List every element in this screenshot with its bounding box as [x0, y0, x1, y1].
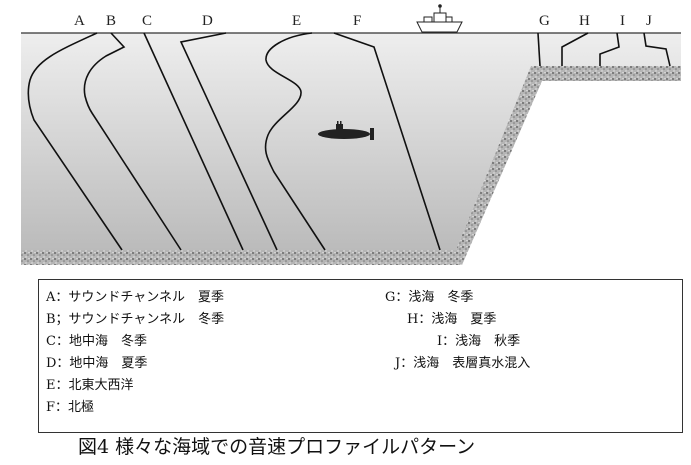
profile-c	[143, 32, 244, 251]
legend-item-f: F：北極	[46, 400, 95, 415]
profile-label-f: F	[353, 13, 361, 29]
profile-h	[561, 32, 589, 66]
legend-item-d: D：地中海 夏季	[46, 356, 148, 371]
profile-label-e: E	[292, 13, 301, 29]
legend-item-b: B；サウンドチャンネル 冬季	[46, 312, 225, 327]
ship-icon	[416, 4, 463, 33]
profile-f	[333, 32, 441, 251]
ocean-diagram: A B C D E F G H I J	[21, 4, 681, 265]
legend-item-h: H：浅海 夏季	[407, 312, 497, 327]
profile-label-g: G	[539, 13, 550, 29]
profile-a	[27, 32, 123, 251]
legend-box: A：サウンドチャンネル 夏季 B；サウンドチャンネル 冬季 C：地中海 冬季 D…	[38, 279, 683, 433]
profile-label-c: C	[142, 13, 152, 29]
profile-e	[264, 32, 326, 251]
sea-water	[21, 33, 681, 250]
sea-floor-sediment	[21, 66, 681, 265]
profile-g	[537, 32, 541, 67]
legend-item-j: J：浅海 表層真水混入	[395, 356, 531, 371]
legend-item-i: I：浅海 秋季	[437, 334, 521, 349]
legend-item-c: C：地中海 冬季	[46, 334, 147, 349]
profile-label-i: I	[620, 13, 625, 29]
profile-label-h: H	[579, 13, 590, 29]
submarine-icon	[318, 121, 374, 140]
profile-d	[179, 32, 278, 251]
legend-item-g: G：浅海 冬季	[385, 290, 474, 305]
sound-speed-profiles	[27, 32, 671, 251]
profile-b	[83, 32, 182, 251]
legend-item-a: A：サウンドチャンネル 夏季	[46, 290, 224, 305]
figure-caption: 図4 様々な海域での音速プロファイルパターン	[78, 436, 476, 458]
profile-j	[643, 32, 671, 67]
profile-labels: A B C D E F G H I J	[74, 13, 652, 29]
profile-label-b: B	[106, 13, 116, 29]
profile-label-d: D	[202, 13, 213, 29]
profile-label-j: J	[646, 13, 652, 29]
profile-label-a: A	[74, 13, 85, 29]
legend-item-e: E：北東大西洋	[46, 378, 134, 393]
profile-i	[599, 32, 620, 66]
